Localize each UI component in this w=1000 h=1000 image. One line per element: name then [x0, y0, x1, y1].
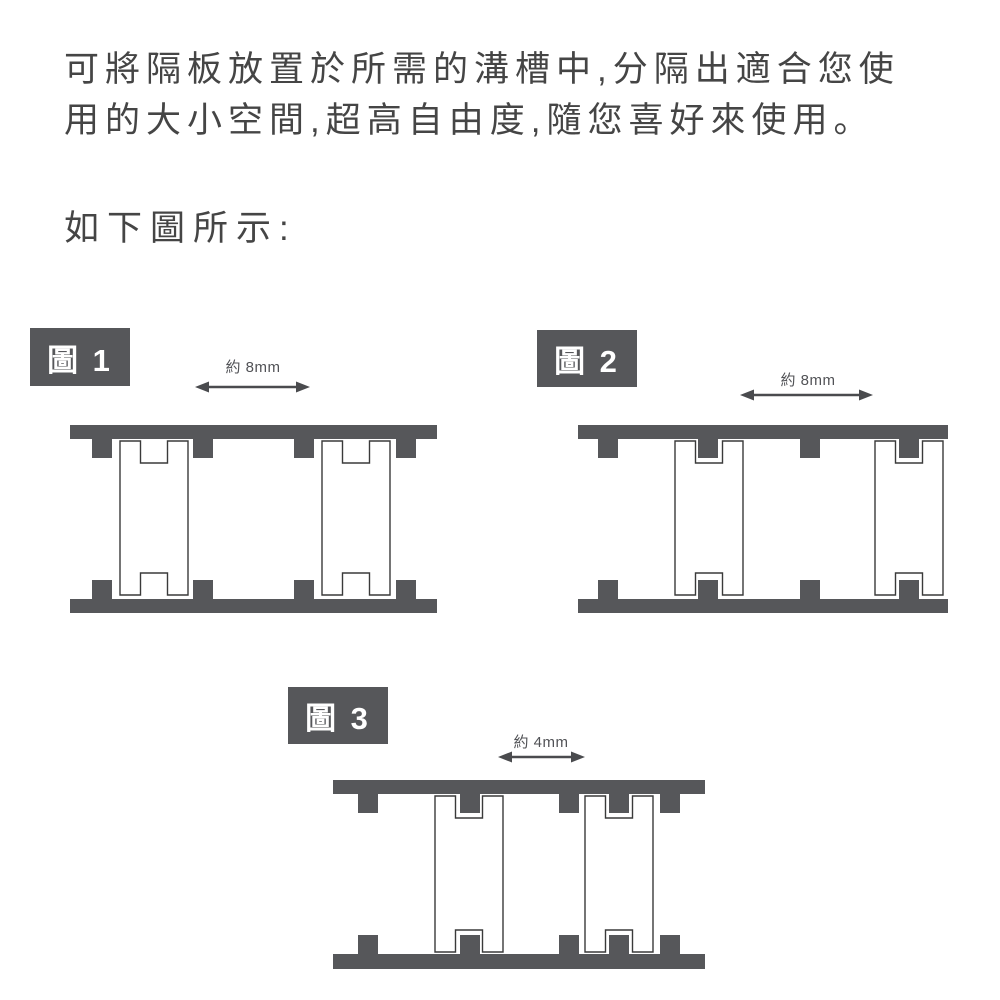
figure-3-label-badge: 圖 3: [288, 687, 388, 744]
intro-line-1: 可將隔板放置於所需的溝槽中,分隔出適合您使: [64, 50, 900, 89]
divider-panel: [434, 795, 504, 953]
divider-panel: [321, 440, 391, 596]
intro-line-2: 用的大小空間,超高自由度,隨您喜好來使用。: [64, 101, 875, 140]
figure-2-diagram: [578, 389, 948, 613]
figure-3-dimension-label: 約 4mm: [513, 734, 569, 751]
intro-paragraph: 可將隔板放置於所需的溝槽中,分隔出適合您使 用的大小空間,超高自由度,隨您喜好來…: [64, 44, 900, 146]
bottom-rail: [333, 935, 705, 969]
divider-panel: [874, 440, 944, 596]
figure-3-diagram: [333, 751, 705, 969]
figure-2-dimension-label: 約 8mm: [780, 372, 836, 389]
figure-1-dimension-label: 約 8mm: [225, 359, 281, 376]
figure-1-label-badge: 圖 1: [30, 328, 130, 386]
figure-2-dimension-arrow: [740, 389, 873, 401]
figure-1-diagram: [70, 381, 437, 613]
top-rail: [70, 425, 437, 458]
bottom-rail: [70, 580, 437, 613]
figure-1-dimension-arrow: [195, 381, 310, 393]
top-rail: [578, 425, 948, 458]
divider-panel: [119, 440, 189, 596]
figure-2-label-badge: 圖 2: [537, 330, 637, 387]
caption-text: 如下圖所示:: [64, 209, 297, 248]
divider-panel: [674, 440, 744, 596]
figure-3-dimension-arrow: [498, 751, 585, 763]
divider-panel: [584, 795, 654, 953]
bottom-rail: [578, 580, 948, 613]
top-rail: [333, 780, 705, 813]
